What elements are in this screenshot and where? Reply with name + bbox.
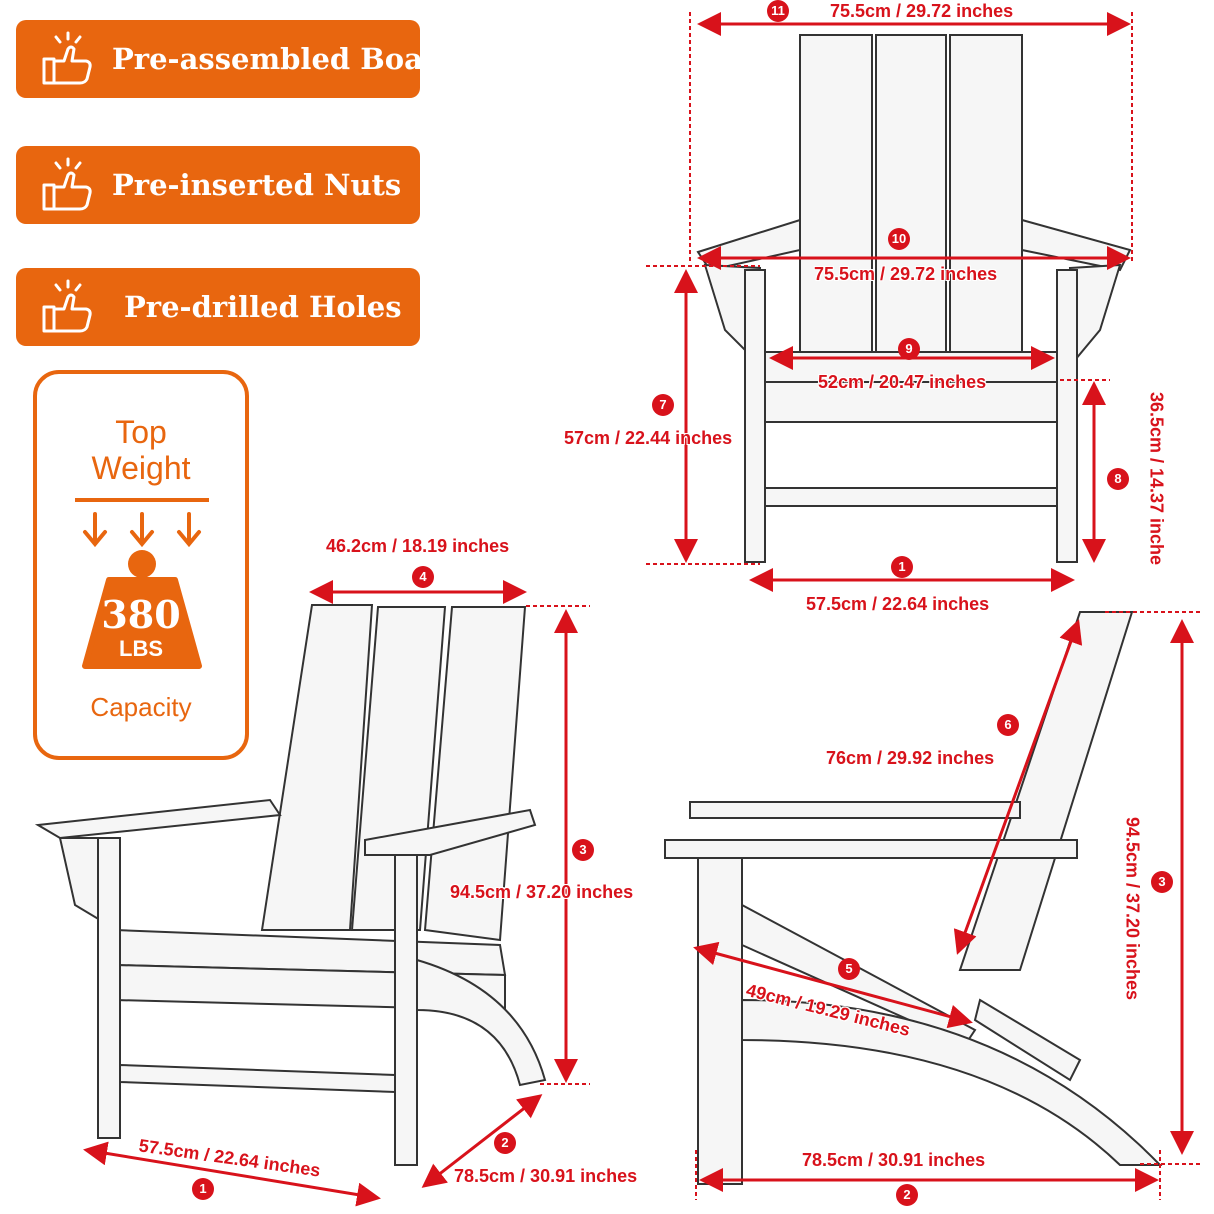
dimension-number: 1 [192,1178,214,1200]
capacity-heading: Top Weight [37,414,245,486]
capacity-value: 380 [101,592,181,637]
thumbs-up-icon [42,279,92,333]
chair-front-view [696,34,1132,563]
dimension-label: 94.5cm / 37.20 inches [450,882,634,902]
capacity-unit: LBS [119,636,163,661]
dimension-number: 3 [1151,871,1173,893]
dimension-number: 7 [652,394,674,416]
weight-icon [82,550,202,669]
dimension-number: 2 [494,1132,516,1154]
dimension-label: 52cm / 20.47 inches [818,372,987,392]
dimension-number: 1 [891,556,913,578]
feature-badge-pre-inserted: Pre-inserted Nuts [16,146,420,224]
dimension-label: 75.5cm / 29.72 inches [830,1,1014,21]
dimension-label: 57cm / 22.44 inches [564,428,733,448]
capacity-line-top: Top [115,414,167,450]
dimension-number: 11 [767,0,789,22]
feature-label: Pre-inserted Nuts [112,168,402,202]
thumbs-up-icon [42,31,92,85]
down-arrow-icon [83,512,201,548]
thumbs-up-icon [42,157,92,211]
dimension-label: 46.2cm / 18.19 inches [326,536,510,556]
dimension-label: 75.5cm / 29.72 inches [814,264,998,284]
weight-graphic [75,498,209,669]
dimension-number: 3 [572,839,594,861]
capacity-caption: Capacity [90,692,192,722]
feature-badge-pre-drilled: Pre-drilled Holes [16,268,420,346]
chair-perspective-view [34,604,547,1166]
dimension-number: 2 [896,1184,918,1206]
dimension-number: 10 [888,228,910,250]
feature-badge-pre-assembled: Pre-assembled Boards [16,20,475,98]
dimension-label: 57.5cm / 22.64 inches [806,594,990,614]
dimension-label: 94.5cm / 37.20 inches [1122,816,1143,1001]
dimension-number: 6 [997,714,1019,736]
dimension-label: 78.5cm / 30.91 inches [802,1150,986,1170]
dimension-label: 36.5cm / 14.37 inche [1146,391,1167,566]
dimension-number: 9 [898,338,920,360]
dimension-label: 78.5cm / 30.91 inches [454,1166,638,1186]
capacity-line-weight: Weight [91,450,191,486]
dimension-number: 5 [838,958,860,980]
feature-label: Pre-assembled Boards [112,42,475,76]
dimension-label: 76cm / 29.92 inches [826,748,995,768]
dimension-number: 4 [412,566,434,588]
chair-side-view [664,611,1163,1185]
dimension-number: 8 [1107,468,1129,490]
feature-label: Pre-drilled Holes [124,290,402,324]
dimension-lines [83,12,1200,1207]
weight-capacity-card: Top Weight 380 LBS Capacity [33,370,249,760]
